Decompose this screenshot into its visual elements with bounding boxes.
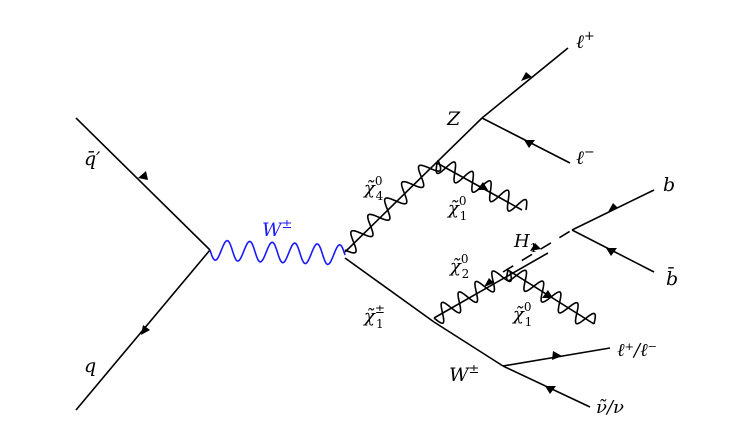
b-arrow (608, 203, 618, 212)
h1-arrow (530, 243, 541, 251)
label-neutrino-out: ν̃/ν (596, 397, 624, 418)
h1-dashed-line (502, 229, 573, 273)
chi1-top-fermion-line (436, 162, 523, 211)
label-h1: H1 (513, 231, 537, 255)
w-propagator-wavy-line (209, 239, 346, 266)
chi4-wavy-line (344, 159, 442, 254)
neutrino-out-arrow (545, 386, 556, 394)
label-lplus: ℓ+ (576, 29, 595, 53)
chi2-wavy-line (433, 270, 513, 325)
lminus-arrow (524, 140, 535, 148)
quark-arrows (138, 171, 150, 335)
chi2-arrow (484, 278, 494, 287)
label-z: Z (446, 108, 461, 130)
chi2-fermion-line (433, 252, 549, 319)
quark-arrow (141, 325, 150, 335)
label-qbar-prime: q̄′ (84, 148, 101, 170)
chi4-fermion-line (344, 117, 483, 253)
lplus-arrow (521, 72, 532, 81)
chi1-top-arrow (477, 182, 488, 190)
antiquark-line (75, 117, 211, 251)
lplus-line (481, 47, 569, 119)
chargino-line (344, 257, 435, 323)
antiquark-arrow (138, 171, 148, 180)
lepton-out-arrow (552, 351, 562, 360)
label-q: q (84, 355, 96, 377)
label-w-decay: W± (449, 362, 479, 386)
label-bbar: b̄ (666, 266, 678, 290)
bbar-arrow (606, 248, 617, 256)
label-lminus: ℓ− (576, 145, 595, 169)
label-lepton-out: ℓ⁺/ℓ⁻ (617, 340, 657, 361)
label-b: b (663, 174, 675, 196)
w-decay-line (433, 321, 504, 367)
label-w-propagator: W± (262, 217, 292, 241)
label-chargino: χ̃±1 (362, 302, 385, 331)
chi1-bottom-arrow (542, 290, 553, 298)
